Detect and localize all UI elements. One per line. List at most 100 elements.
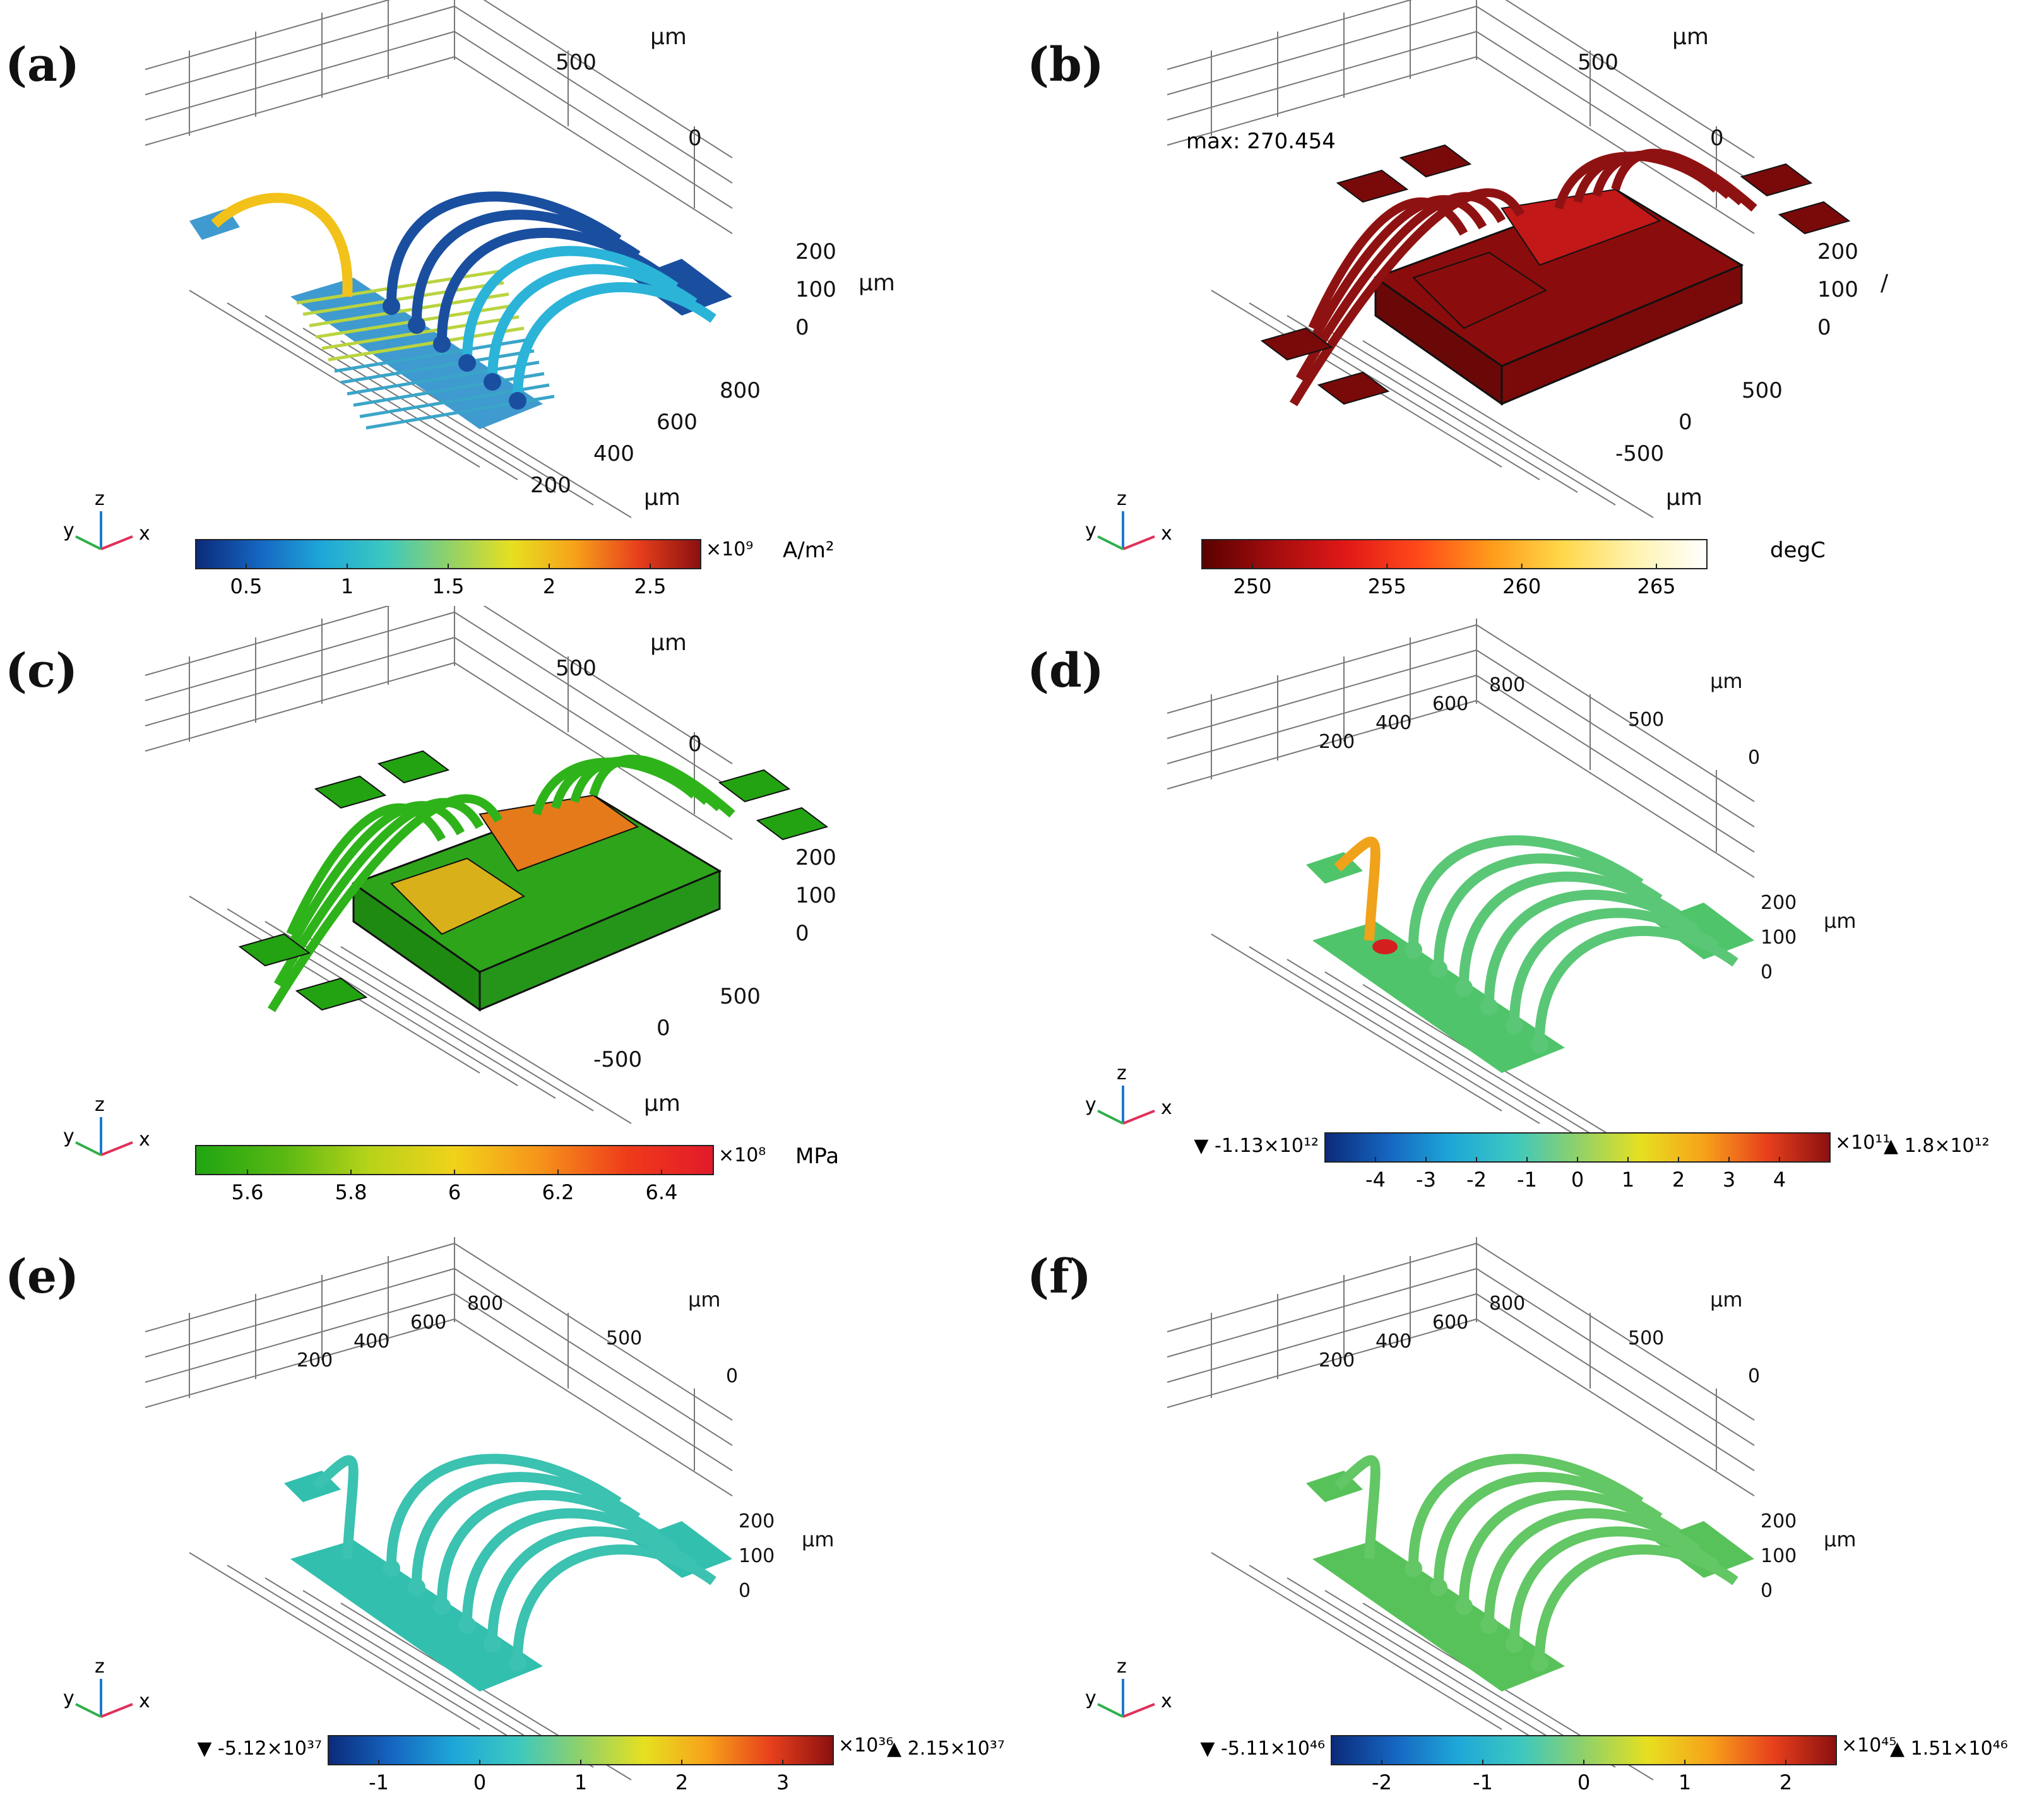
bond-wire	[1509, 1526, 1720, 1642]
trace-line	[302, 281, 504, 316]
colorbar-tick-label: 1.5	[432, 574, 465, 598]
axis-tick-label: 0	[1748, 747, 1760, 769]
colorbar-exponent: ×10⁴⁵	[1841, 1734, 1896, 1757]
axis-tick-label: 0	[795, 921, 809, 946]
ball-bond	[1480, 998, 1498, 1016]
axis-tick-label: 400	[354, 1330, 389, 1353]
axis-tick-label: 100	[1761, 927, 1797, 949]
ball-bond	[1455, 979, 1473, 997]
bond-wire	[280, 801, 465, 962]
axis-unit-label: μm	[802, 1527, 835, 1551]
x-axis-arrow	[100, 1141, 133, 1156]
bond-wire	[462, 246, 679, 360]
model-geometry	[284, 1454, 732, 1692]
lead-pad	[1740, 163, 1813, 197]
triad-y-label: y	[1085, 1094, 1096, 1116]
bond-wire	[1611, 148, 1757, 212]
axis-tick-label: 800	[720, 378, 761, 403]
panel-label: (e)	[5, 1250, 80, 1304]
colorbar-max-label: ▲ 1.8×10¹²	[1884, 1135, 1990, 1157]
colorbar-tick-label: -1	[1517, 1168, 1537, 1192]
model-geometry	[189, 191, 732, 430]
bond-wire	[268, 794, 503, 1012]
triad-y-label: y	[1085, 519, 1096, 542]
axis-triad: zxy	[63, 1094, 150, 1156]
axis-unit-label: μm	[1824, 1527, 1857, 1551]
axis-tick-label: 0	[1761, 1580, 1773, 1602]
x-axis-arrow	[100, 535, 133, 550]
axis-unit-label: μm	[859, 270, 895, 296]
colorbar-tick-label: 255	[1368, 574, 1406, 598]
bond-wire	[312, 1455, 359, 1560]
colorbar-exponent: ×10³⁶	[838, 1734, 893, 1757]
axis-tick-label: 200	[795, 239, 836, 264]
bond-wire	[1290, 188, 1525, 406]
lead-pad	[377, 750, 450, 784]
triad-z-label: z	[95, 1094, 105, 1116]
axis-tick-label: 100	[795, 883, 836, 908]
triad-x-label: x	[1161, 1690, 1172, 1712]
colorbar-tick-label: 3	[776, 1770, 789, 1794]
axis-tick-label: 500	[606, 1327, 642, 1349]
triad-z-label: z	[95, 488, 105, 510]
ball-bond	[1405, 1560, 1422, 1577]
x-axis-arrow	[1122, 1110, 1155, 1125]
axis-tick-label: 0	[688, 732, 702, 757]
axis-tick-label: 500	[1742, 378, 1783, 403]
colorbar-min-label: ▼ -5.12×10³⁷	[197, 1738, 322, 1760]
colorbar-tick-label: 3	[1723, 1168, 1735, 1192]
colorbar-min-label: ▼ -1.13×10¹²	[1194, 1135, 1319, 1157]
axis-triad: zxy	[1085, 1656, 1172, 1718]
axis-tick-label: 800	[1489, 1293, 1525, 1315]
lead-pad	[238, 933, 311, 967]
die-region	[1412, 251, 1548, 329]
axis-tick-label: 200	[739, 1510, 775, 1532]
axis-tick-label: 200	[1817, 239, 1858, 264]
bond-wire	[1484, 1508, 1701, 1623]
lead-pad	[1260, 327, 1333, 361]
axis-triad: zxy	[63, 488, 150, 550]
colorbar-tick-label: 265	[1637, 574, 1675, 598]
bond-wire	[211, 193, 353, 297]
colorbar-tick-label: 1	[1622, 1168, 1634, 1192]
y-axis-arrow	[75, 535, 102, 550]
axis-tick-label: 400	[1376, 1330, 1411, 1353]
bond-wire	[1484, 889, 1701, 1004]
colorbar-tick-label: 0	[1571, 1168, 1584, 1192]
axis-grid	[145, 1237, 733, 1780]
ball-bond	[383, 1560, 400, 1577]
ball-bond	[1531, 1654, 1548, 1672]
panel-label: (a)	[5, 38, 80, 92]
bond-wire	[437, 228, 660, 341]
trace-line	[340, 349, 535, 384]
trace-line	[347, 360, 540, 396]
colorbar-unit: MPa	[795, 1144, 839, 1169]
colorbar-tick-label: 2	[543, 574, 556, 598]
axis-tick-label: 0	[1817, 315, 1831, 340]
bond-wire	[386, 1454, 622, 1566]
ball-bond	[484, 1635, 501, 1653]
panel-label: (d)	[1027, 644, 1104, 698]
axis-tick-label: 200	[297, 1349, 333, 1372]
ball-bond	[509, 1654, 526, 1672]
substrate-pad	[1312, 1540, 1565, 1692]
colorbar-tick-label: 6.4	[646, 1180, 678, 1204]
colorbar-tick-label: 0	[473, 1770, 486, 1794]
axis-unit-label: μm	[1672, 24, 1709, 50]
bond-wire	[1408, 1454, 1644, 1566]
axis-tick-label: -500	[1615, 441, 1664, 466]
lead-pad	[1778, 201, 1851, 235]
colorbar-tick-label: 0	[1578, 1770, 1590, 1794]
axis-tick-label: 200	[530, 473, 571, 498]
axis-unit-label: μm	[1710, 669, 1743, 693]
ball-bond	[408, 316, 425, 334]
colorbar-gradient	[1201, 539, 1708, 569]
lead-pad	[1399, 144, 1472, 178]
